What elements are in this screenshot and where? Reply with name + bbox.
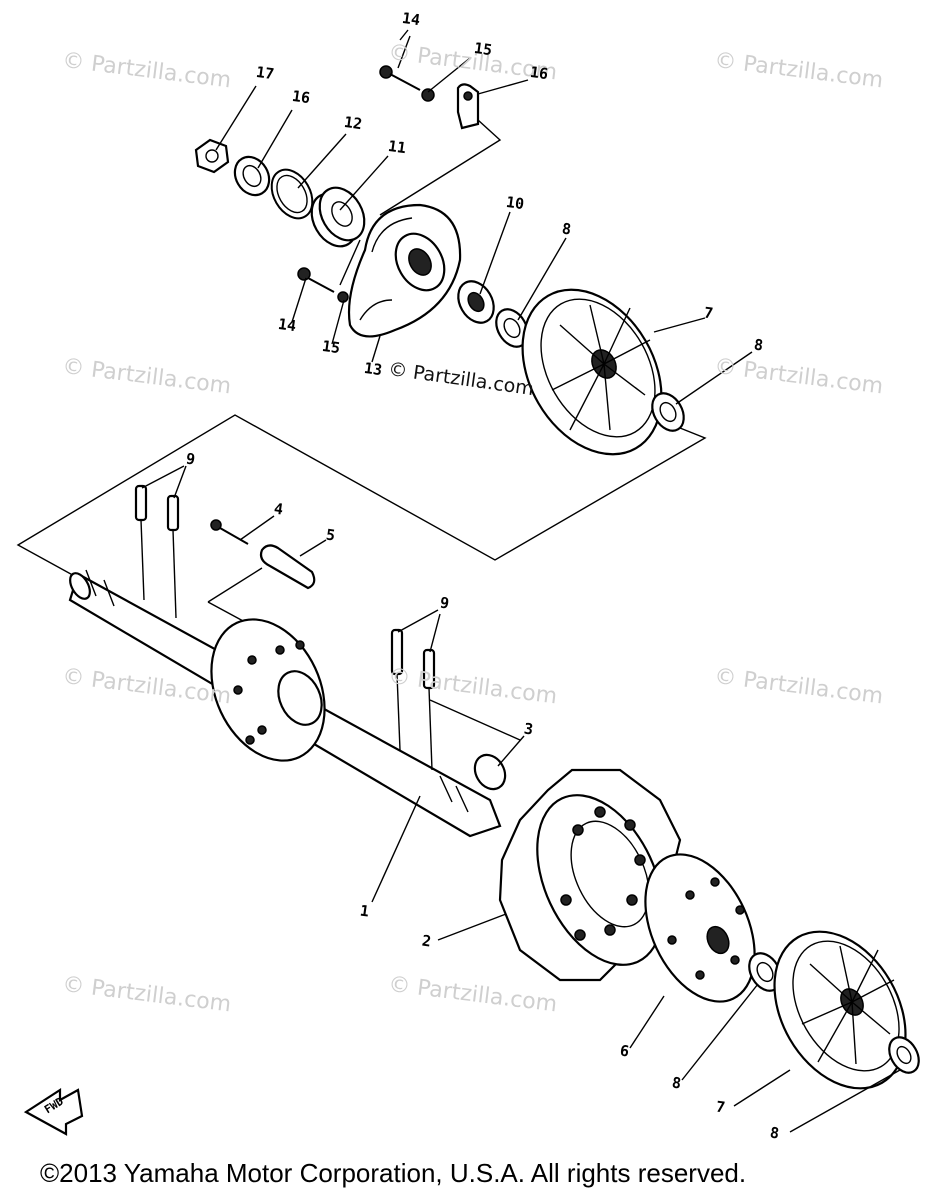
callout-label: 17: [254, 62, 276, 84]
callout-label: 16: [528, 62, 550, 84]
pins-9-lower: [390, 628, 436, 771]
callout-label: 14: [400, 8, 422, 30]
bracket-16: [456, 83, 480, 130]
callout-label: 13: [362, 358, 384, 380]
callout-label: 14: [276, 314, 298, 336]
callout-label: 15: [472, 38, 494, 60]
oil-seal-10: [457, 280, 495, 324]
callout-label: 15: [320, 336, 342, 358]
bolt-14-side: [297, 267, 335, 293]
callout-label: 12: [342, 112, 364, 134]
hub-flange: [210, 618, 326, 762]
wheel-7-bottom: [773, 930, 907, 1090]
hub-plate-6: [644, 853, 756, 1003]
bearing-11: [310, 186, 366, 248]
fwd-arrow-icon: [23, 1087, 84, 1136]
washer-16a: [233, 155, 271, 197]
callout-label: 10: [504, 192, 526, 214]
washer-15-top: [421, 88, 435, 102]
washer-8-bottom-right: [888, 1036, 920, 1074]
bearing-housing-13: [347, 203, 462, 338]
collar-3: [473, 753, 507, 791]
washer-8-top-right: [651, 392, 685, 432]
plate-5: [259, 544, 316, 590]
wheel-7-top: [521, 288, 663, 456]
leader-lines: [141, 29, 901, 1133]
circlip-12: [270, 168, 314, 220]
washer-15-side: [337, 291, 349, 303]
callout-label: 11: [386, 136, 408, 158]
bolt-14-top: [379, 65, 421, 91]
bolt-4: [210, 519, 249, 545]
nut-17: [194, 138, 230, 174]
upper-assembly-frame: [16, 119, 707, 613]
lower-assembly-frame: [207, 567, 521, 741]
copyright-footer: ©2013 Yamaha Motor Corporation, U.S.A. A…: [40, 1158, 747, 1188]
sprocket-2: [498, 768, 682, 982]
callout-label: 16: [290, 86, 312, 108]
pins-9-upper: [134, 484, 180, 619]
